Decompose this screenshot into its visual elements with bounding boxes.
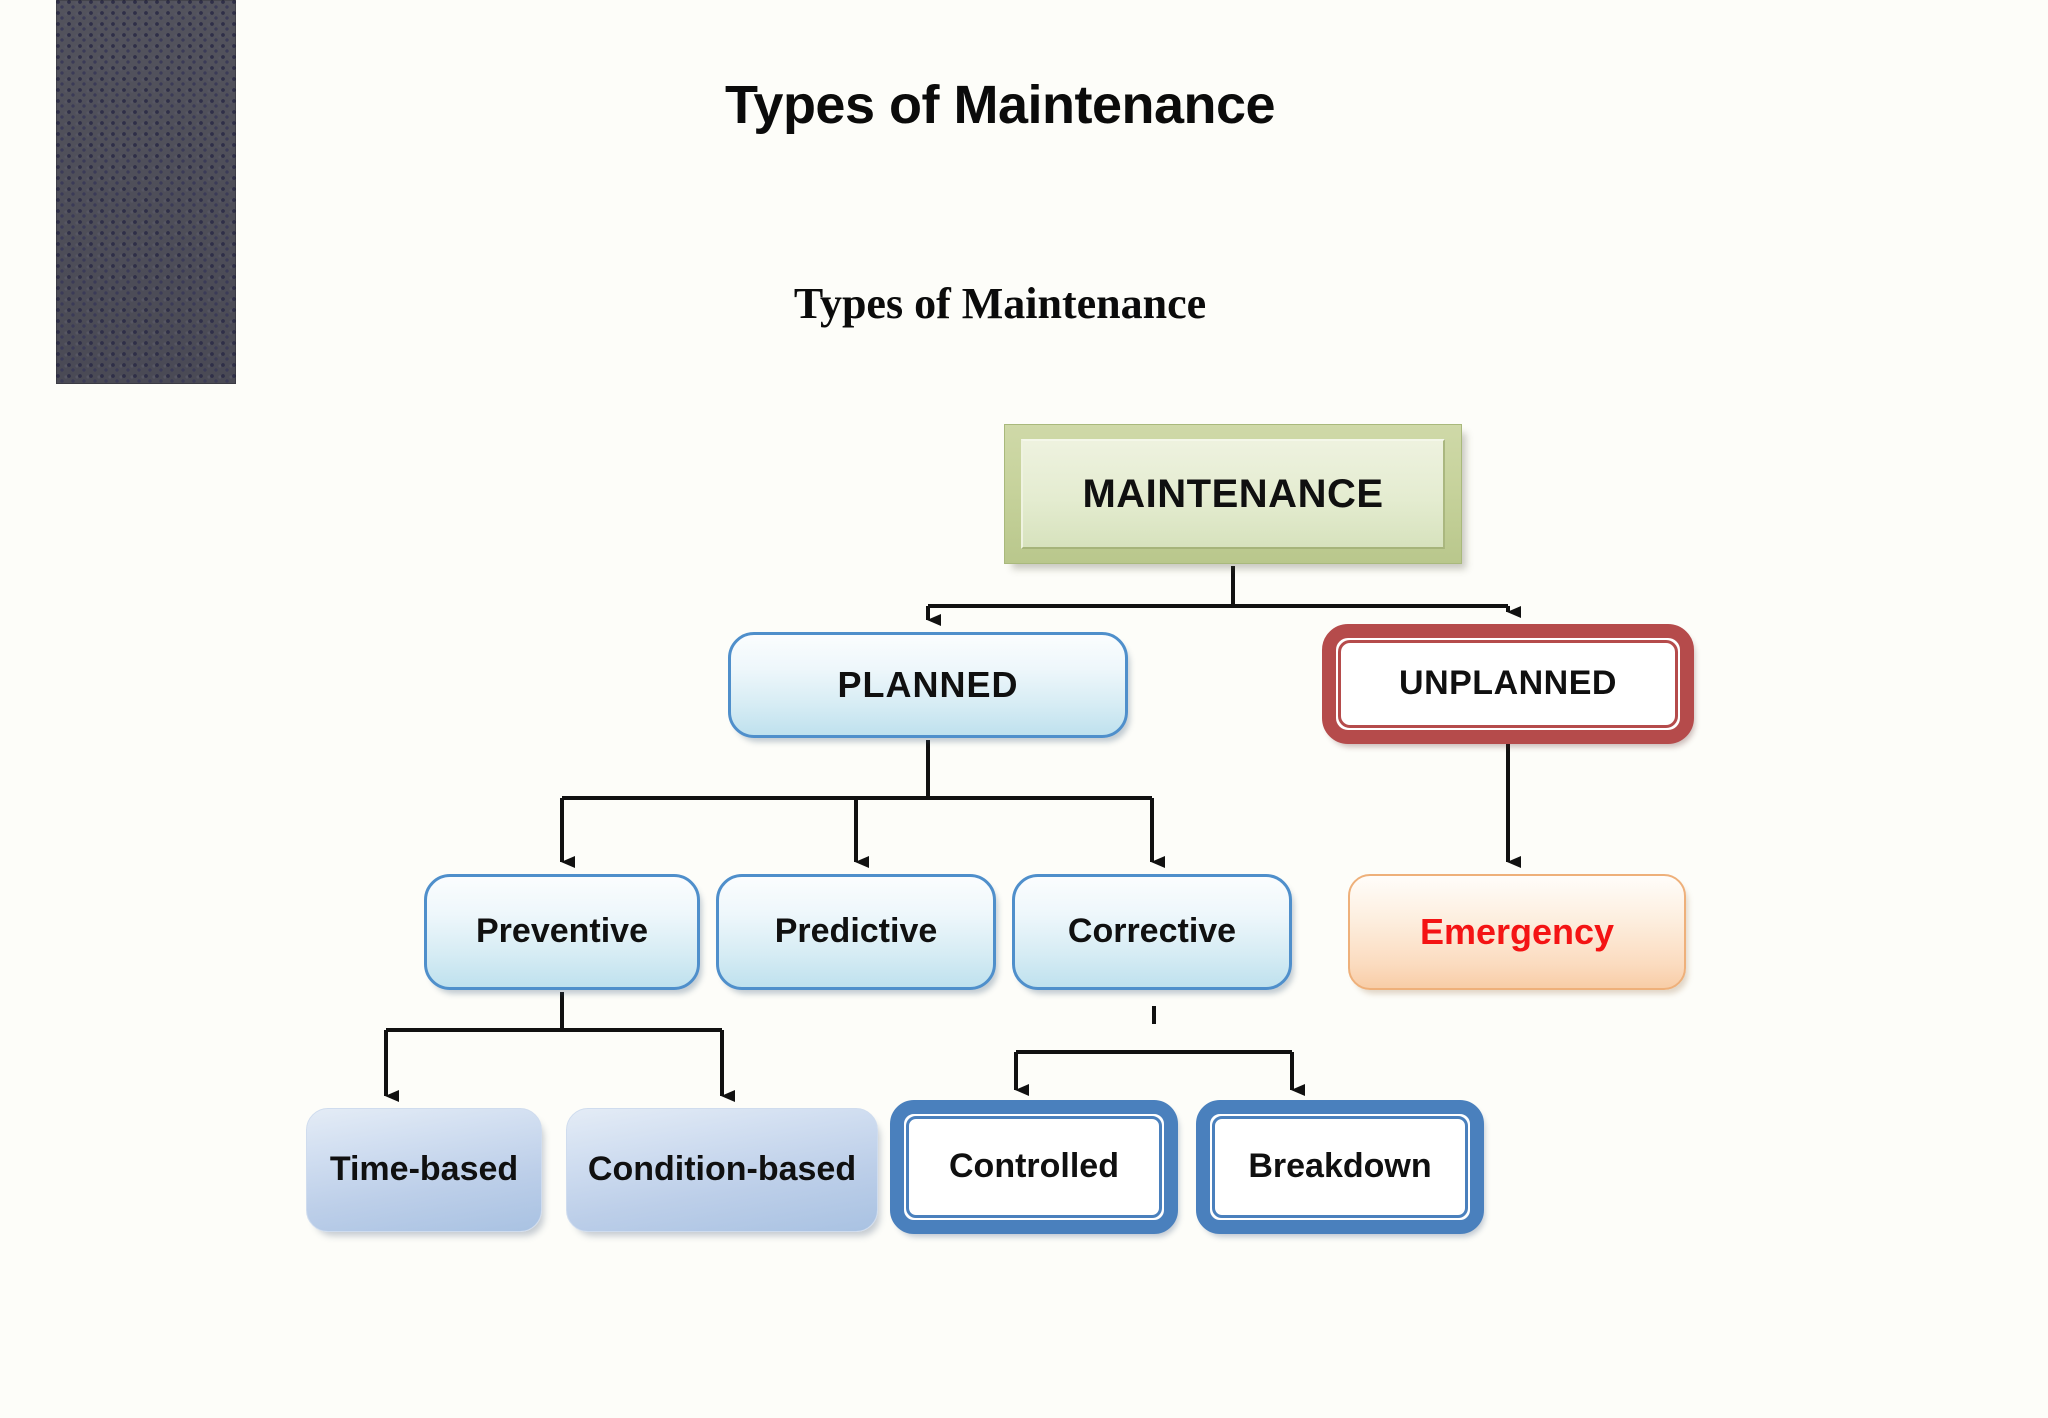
node-planned-label: PLANNED	[837, 664, 1019, 706]
edge-planned-to-children	[560, 740, 1165, 868]
node-planned[interactable]: PLANNED	[728, 632, 1128, 738]
node-controlled[interactable]: Controlled	[890, 1100, 1178, 1234]
node-preventive-label: Preventive	[476, 912, 648, 951]
node-controlled-label: Controlled	[949, 1147, 1119, 1186]
node-corrective-label: Corrective	[1067, 912, 1237, 951]
node-preventive[interactable]: Preventive	[424, 874, 700, 990]
node-maintenance[interactable]: MAINTENANCE	[1004, 424, 1462, 564]
node-breakdown[interactable]: Breakdown	[1196, 1100, 1484, 1234]
page-title: Types of Maintenance	[724, 75, 1276, 135]
node-time-based[interactable]: Time-based	[306, 1108, 542, 1232]
node-maintenance-label: MAINTENANCE	[1082, 472, 1384, 516]
node-emergency[interactable]: Emergency	[1348, 874, 1686, 990]
diagram-heading: Types of Maintenance	[793, 279, 1207, 328]
edge-corrective-to-children	[1014, 1006, 1305, 1096]
node-predictive[interactable]: Predictive	[716, 874, 996, 990]
edge-maintenance-to-children	[926, 566, 1521, 626]
node-predictive-label: Predictive	[774, 912, 938, 951]
node-unplanned[interactable]: UNPLANNED	[1322, 624, 1694, 744]
node-corrective[interactable]: Corrective	[1012, 874, 1292, 990]
node-condition-based[interactable]: Condition-based	[566, 1108, 878, 1232]
node-unplanned-label: UNPLANNED	[1399, 664, 1617, 703]
node-time-based-label: Time-based	[329, 1150, 519, 1189]
node-condition-based-label: Condition-based	[587, 1150, 857, 1189]
edge-preventive-to-children	[384, 992, 735, 1102]
decorative-sidebar-band	[56, 0, 236, 384]
node-breakdown-label: Breakdown	[1248, 1147, 1432, 1186]
node-emergency-label: Emergency	[1419, 911, 1615, 953]
